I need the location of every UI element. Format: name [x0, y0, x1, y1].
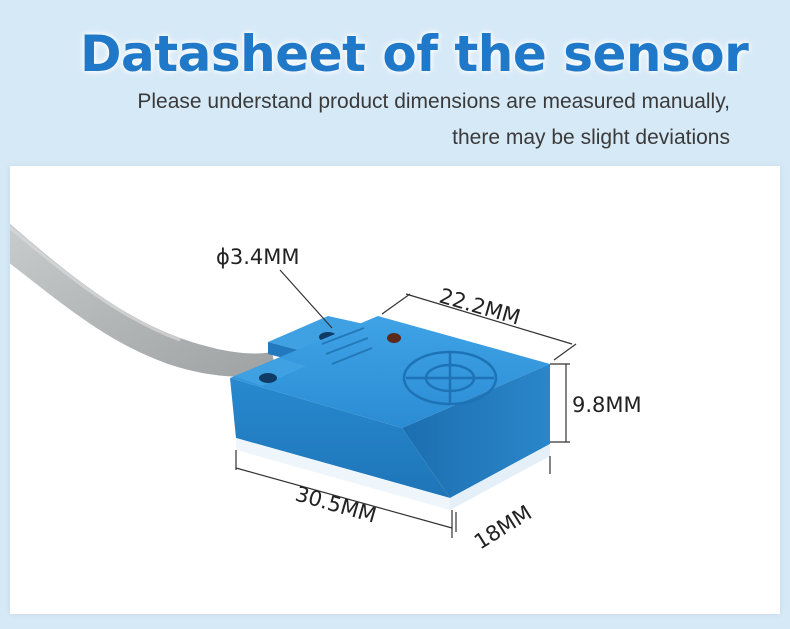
subtitle-line-2: there may be slight deviations — [452, 126, 730, 149]
hole-diameter-label: ϕ3.4MM — [216, 245, 300, 269]
header-banner: Datasheet of the sensor Please understan… — [0, 0, 790, 165]
mounting-ear-bottom — [234, 358, 306, 386]
length-dimension-label: 30.5MM — [293, 482, 379, 528]
sensor-body — [230, 316, 550, 510]
height-dimension-label: 9.8MM — [572, 393, 642, 417]
dimension-lines — [235, 269, 577, 538]
sensing-target-icon — [402, 350, 498, 406]
sensor-illustration: ϕ3.4MM 22.2MM 9.8MM 30.5MM 18MM — [10, 223, 642, 555]
depth-dimension-label: 18MM — [470, 501, 536, 555]
sensor-right-face — [402, 364, 550, 498]
led-indicator-icon — [387, 333, 401, 343]
sensor-front-face — [230, 378, 450, 498]
page-title: Datasheet of the sensor — [80, 25, 749, 83]
width-dimension-label: 22.2MM — [437, 284, 523, 330]
mounting-hole-bottom — [259, 373, 277, 383]
product-image-panel: ϕ3.4MM 22.2MM 9.8MM 30.5MM 18MM — [10, 166, 780, 614]
subtitle-line-1: Please understand product dimensions are… — [137, 90, 730, 113]
sensor-cable — [10, 223, 276, 377]
model-label-print — [321, 327, 373, 365]
sensor-top-face — [230, 316, 550, 428]
